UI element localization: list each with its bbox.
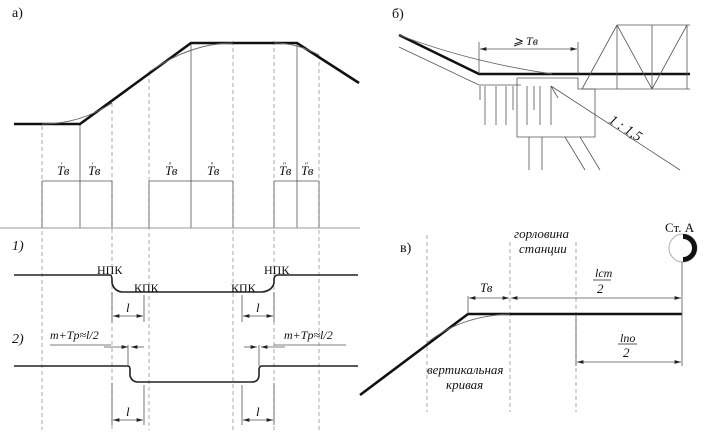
panel-b: б) ⩾ Tв 1 : 1,5	[392, 7, 690, 171]
longitudinal-profile	[14, 41, 360, 126]
subgrade-line	[398, 46, 521, 86]
panel-1: 1) НПК КПК КПК НПК l l	[12, 239, 358, 322]
tangent-label-2: Тв′	[88, 161, 101, 178]
vertical-curve-2	[148, 42, 234, 73]
vertical-curve-v	[426, 313, 511, 344]
formula-right: m+Tp≈l/2	[284, 328, 333, 342]
panel-2: 2) m+Tp≈l/2 m+Tp≈l/2 l l	[12, 328, 358, 425]
panel-b-label: б)	[392, 7, 404, 22]
panel-v-label: в)	[400, 241, 412, 256]
tangent-label-4: Тв°	[207, 161, 220, 178]
panel-1-label: 1)	[12, 239, 24, 254]
dim-tv-v-label: Тв	[480, 280, 493, 295]
dim-l-left-1-label: l	[126, 300, 130, 315]
tangent-labels: Тв′ Тв′ Тв° Тв° Тв″ Тв″	[57, 161, 314, 178]
panel-v: в) Ст. А Тв lст 2 lпо 2 горловина станци…	[359, 220, 698, 412]
station-label: Ст. А	[665, 220, 695, 235]
tangent-label-6: Тв″	[301, 161, 314, 178]
slope-label: 1 : 1,5	[606, 113, 645, 145]
lst-numerator: lст	[595, 266, 613, 280]
npk-left: НПК	[97, 263, 123, 277]
dim-l-right-1-label: l	[256, 300, 260, 315]
npk-right: НПК	[264, 263, 290, 277]
lpo-denominator: 2	[623, 345, 630, 360]
curve-label-1: вертикальная	[427, 362, 503, 377]
kpk-right: КПК	[231, 281, 257, 295]
throat-label-1: горловина	[514, 226, 569, 241]
panel-a: а)	[0, 6, 360, 430]
lst-denominator: 2	[597, 281, 604, 296]
kpk-left: КПК	[134, 281, 160, 295]
plan-track-2	[14, 365, 358, 383]
panel-a-label: а)	[12, 6, 23, 21]
dim-l-left-2-label: l	[126, 404, 130, 419]
profile-v	[359, 312, 682, 397]
dim-tv-b-label: ⩾ Tв	[513, 34, 538, 48]
lpo-numerator: lпо	[620, 331, 635, 345]
bridge-truss	[581, 24, 690, 90]
vertical-curve-b	[398, 34, 553, 75]
dim-l-right-2-label: l	[256, 404, 260, 419]
piles	[479, 86, 601, 171]
slope-line	[550, 85, 681, 171]
tangent-label-3: Тв°	[165, 161, 178, 178]
formula-left: m+Tp≈l/2	[50, 328, 99, 342]
throat-label-2: станции	[519, 241, 567, 256]
vertical-curve-1	[41, 102, 113, 125]
panel-a-dashed-guides	[41, 41, 320, 430]
curve-label-2: кривая	[446, 377, 483, 392]
tangent-label-5: Тв″	[279, 161, 292, 178]
panel-2-label: 2)	[12, 332, 24, 347]
tangent-label-1: Тв′	[57, 161, 70, 178]
tangent-boxes	[41, 180, 320, 228]
station-symbol-icon	[668, 233, 698, 263]
plan-track-1	[14, 274, 358, 293]
vertical-curve-3	[273, 42, 320, 56]
